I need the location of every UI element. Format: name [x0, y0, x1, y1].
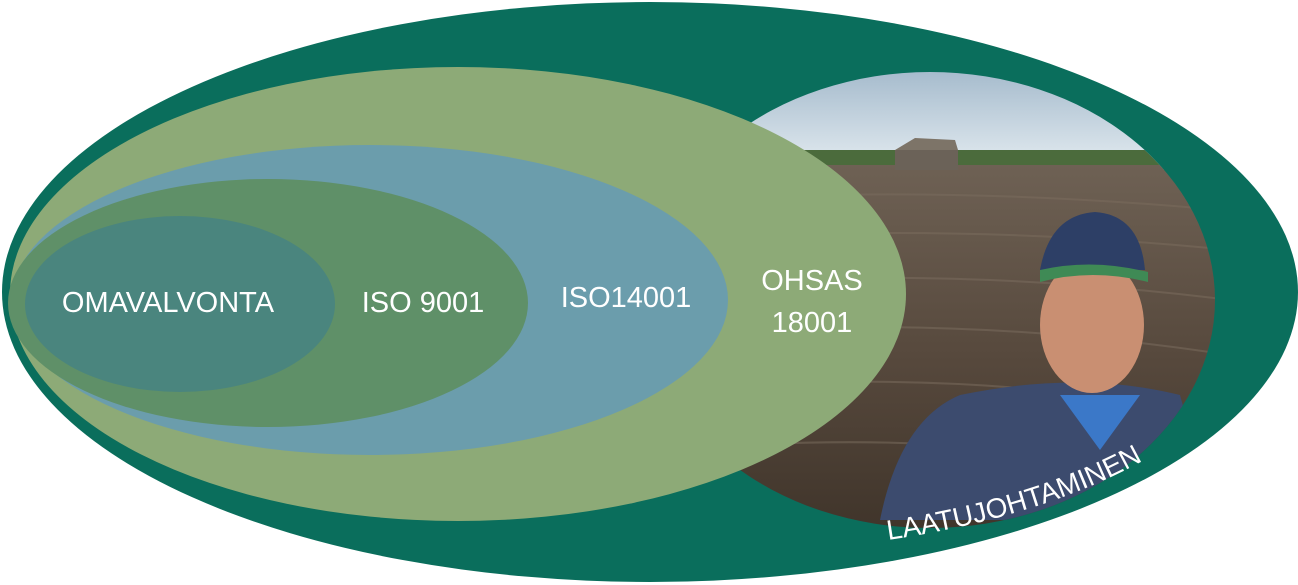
label-ohsas-line1: OHSAS	[761, 265, 863, 297]
label-omavalvonta: OMAVALVONTA	[62, 287, 275, 319]
label-iso-14001: ISO14001	[561, 282, 692, 314]
label-ohsas-line2: 18001	[772, 307, 853, 339]
label-iso-9001: ISO 9001	[362, 287, 485, 319]
layer-omavalvonta	[25, 216, 335, 392]
